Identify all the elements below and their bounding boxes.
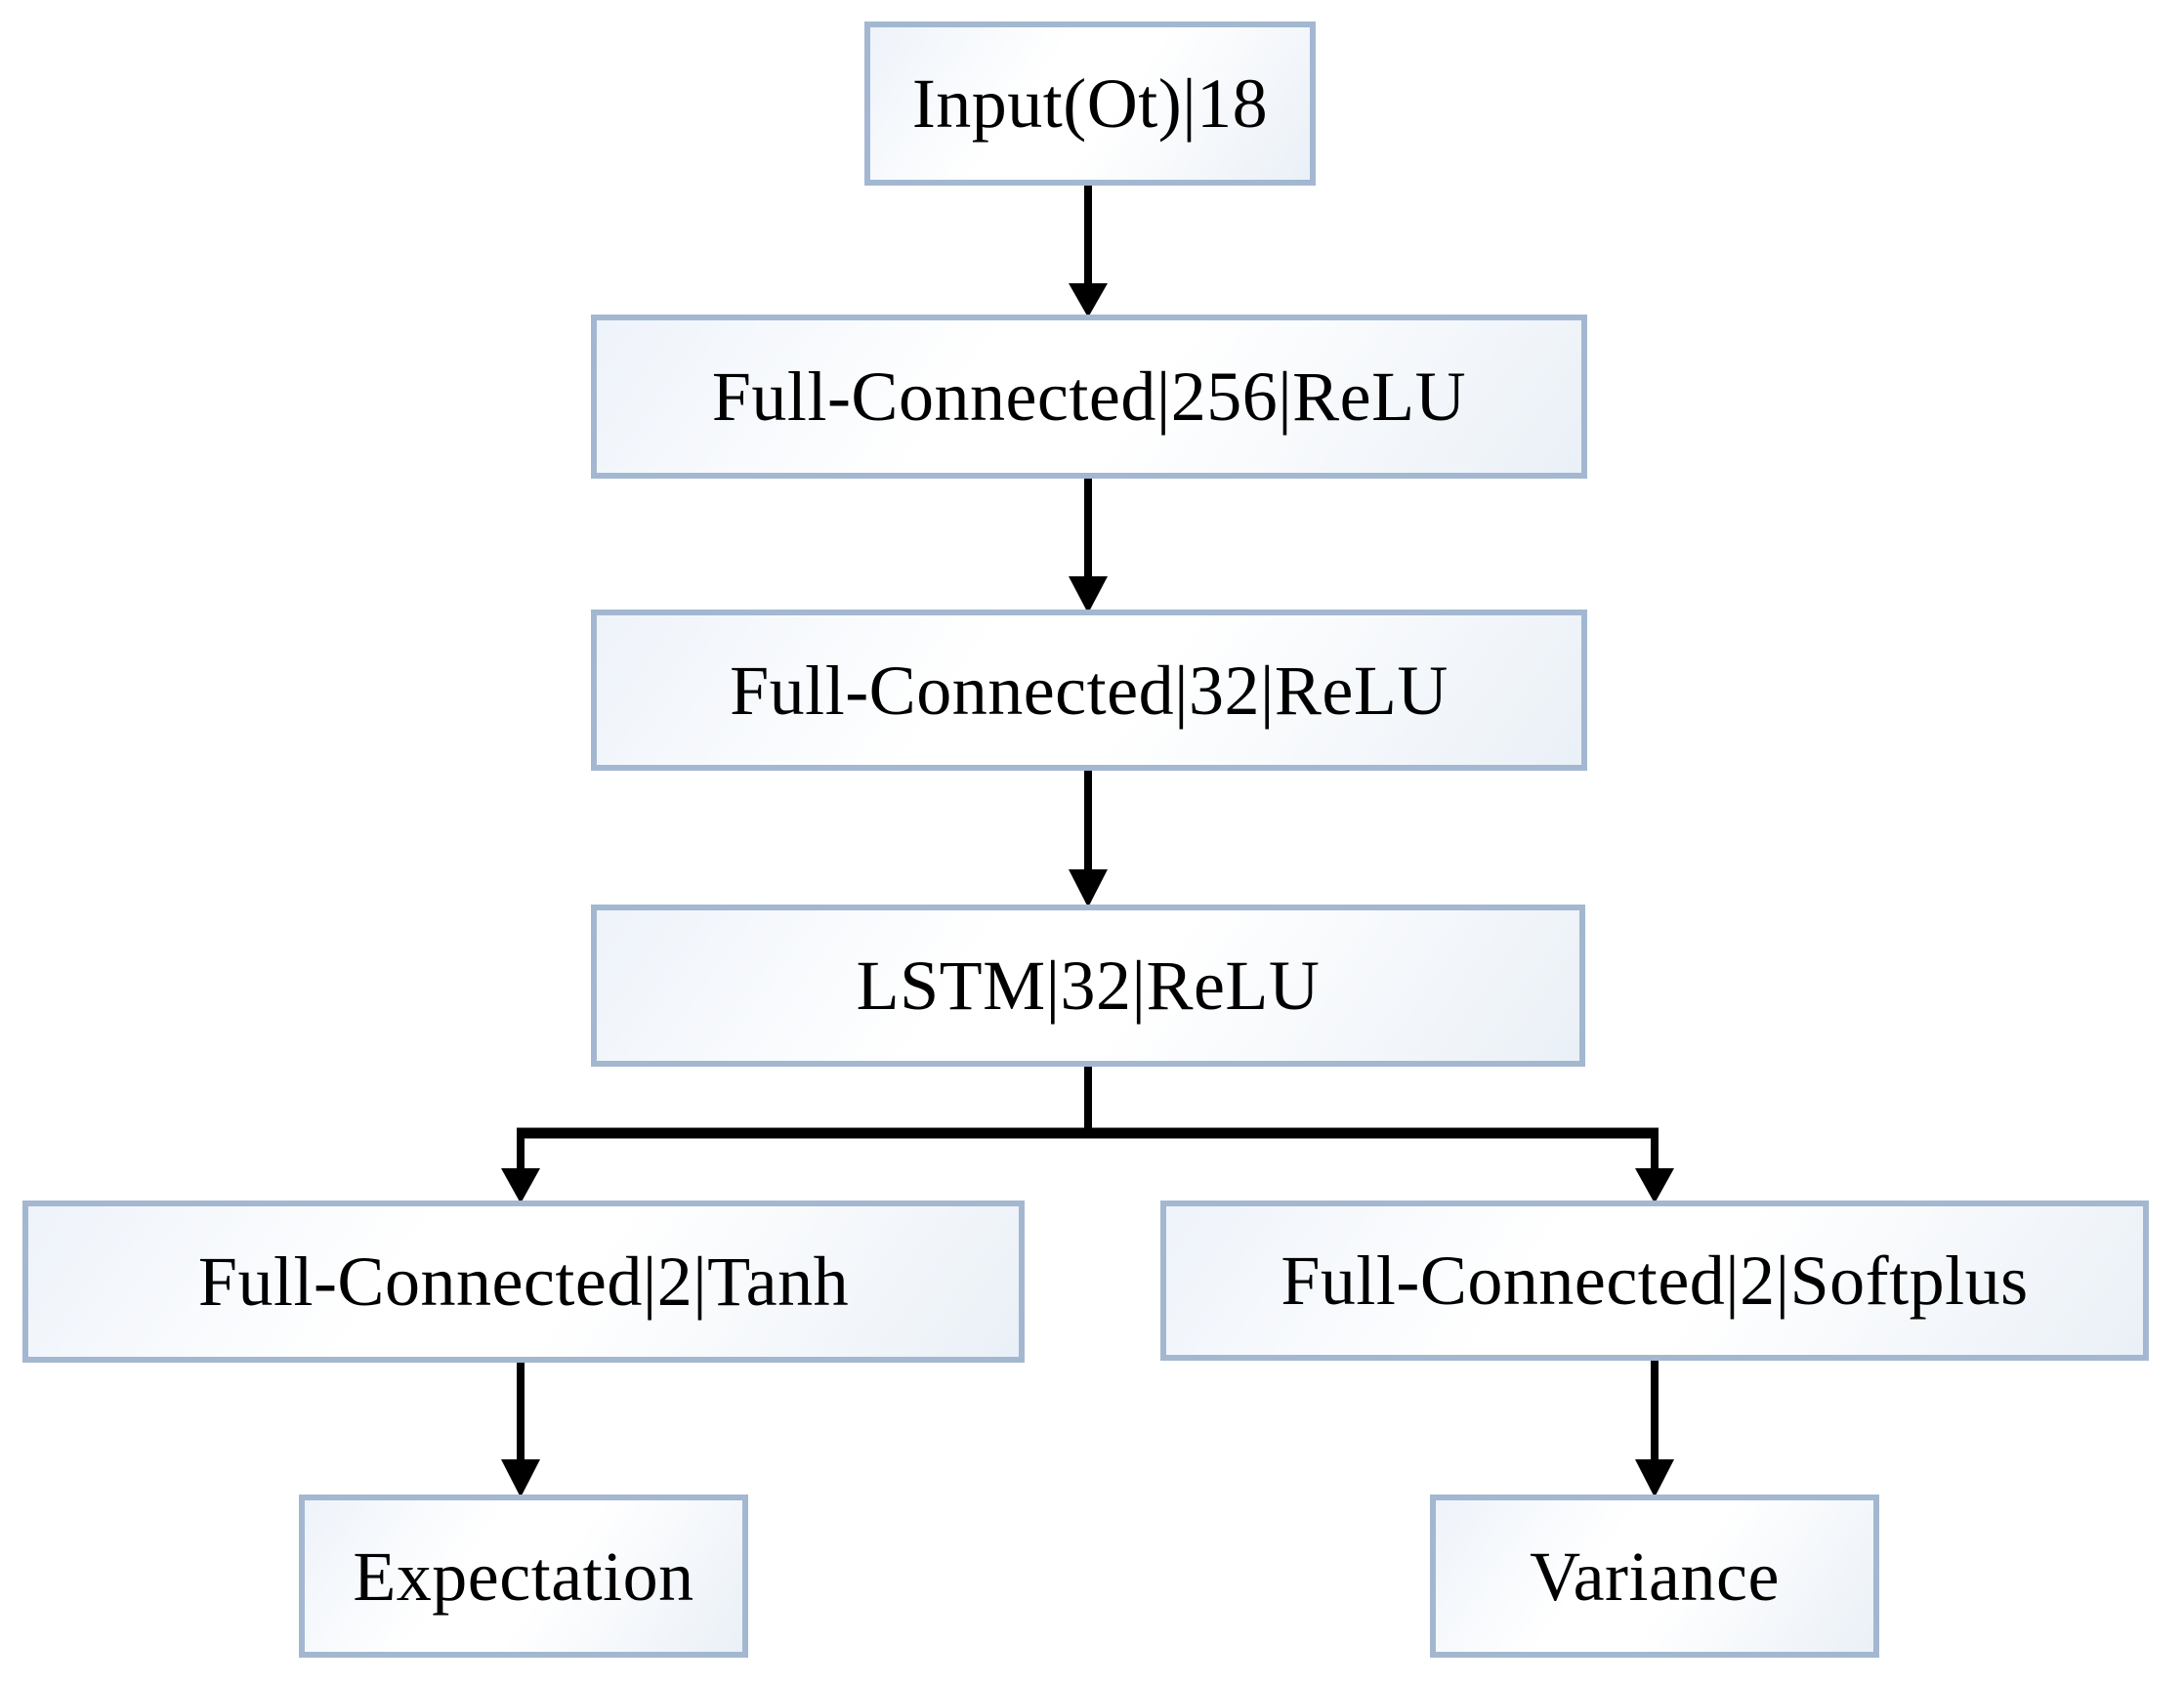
node-full-connected-2-tanh-label: Full-Connected|2|Tanh — [197, 1243, 850, 1321]
node-full-connected-256-relu: Full-Connected|256|ReLU — [591, 315, 1587, 479]
node-full-connected-2-softplus-label: Full-Connected|2|Softplus — [1281, 1242, 2029, 1320]
node-full-connected-32-relu: Full-Connected|32|ReLU — [591, 610, 1587, 771]
node-full-connected-2-tanh: Full-Connected|2|Tanh — [22, 1201, 1025, 1363]
node-full-connected-32-relu-label: Full-Connected|32|ReLU — [730, 651, 1449, 730]
connector-fc256-fc32 — [1069, 475, 1108, 613]
connector-tanh-expectation — [501, 1360, 540, 1497]
connector-fc32-lstm — [1069, 768, 1108, 907]
node-lstm-32-relu-label: LSTM|32|ReLU — [856, 947, 1321, 1025]
node-input: Input(Ot)|18 — [864, 21, 1316, 186]
node-full-connected-2-softplus: Full-Connected|2|Softplus — [1160, 1201, 2149, 1361]
connector-input-fc256 — [1069, 182, 1108, 317]
connector-lstm-branch — [501, 1063, 1674, 1203]
node-expectation-label: Expectation — [353, 1537, 694, 1616]
node-variance-label: Variance — [1530, 1537, 1780, 1616]
node-expectation: Expectation — [299, 1495, 748, 1658]
node-variance: Variance — [1430, 1495, 1879, 1658]
connector-softplus-variance — [1635, 1358, 1674, 1497]
node-lstm-32-relu: LSTM|32|ReLU — [591, 905, 1585, 1067]
node-input-label: Input(Ot)|18 — [911, 64, 1269, 143]
node-full-connected-256-relu-label: Full-Connected|256|ReLU — [711, 358, 1467, 436]
